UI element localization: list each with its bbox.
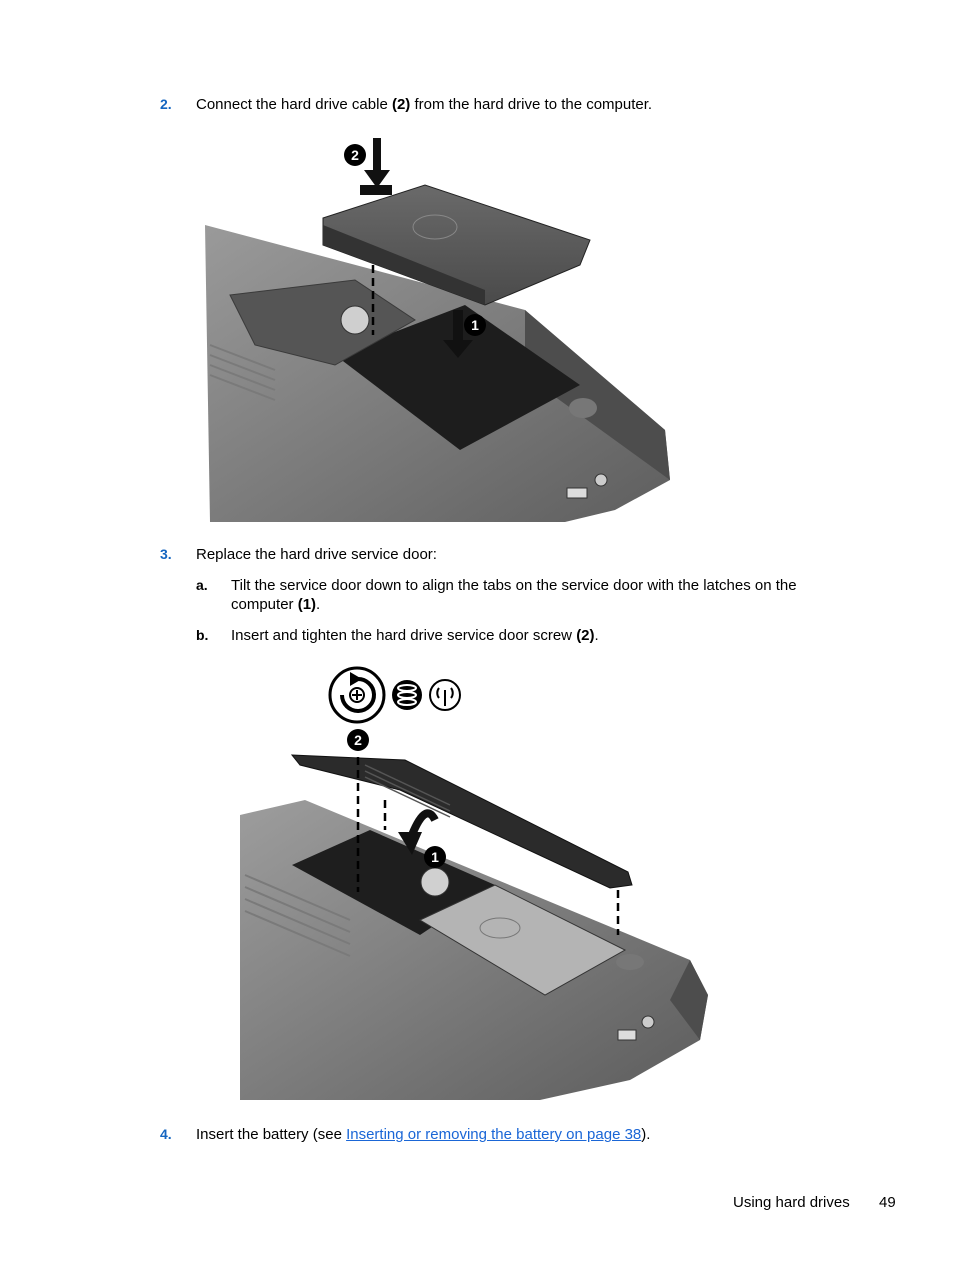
vent-grille xyxy=(244,874,351,957)
callout-1-badge xyxy=(424,846,446,868)
callout-2-label: 2 xyxy=(354,732,362,748)
drive-label-circle xyxy=(479,917,521,939)
substep-a-line2-start: computer xyxy=(231,596,298,613)
substep-a-line1: Tilt the service door down to align the … xyxy=(231,577,797,594)
usb-port xyxy=(566,487,588,499)
hard-drive-illustration: 2 1 xyxy=(205,138,670,522)
step-number: 4. xyxy=(160,1126,172,1142)
down-arrow-1 xyxy=(443,310,473,358)
audio-jack xyxy=(641,1015,655,1029)
service-door xyxy=(290,754,633,889)
substep-a-line2-end: . xyxy=(316,596,321,613)
callout-1-label: 1 xyxy=(471,317,479,333)
battery-cross-reference-link[interactable]: Inserting or removing the battery on pag… xyxy=(346,1126,642,1143)
footer-section-title: Using hard drives xyxy=(733,1194,850,1211)
step-4-text-end: ). xyxy=(641,1126,651,1143)
step-4-text-start: Insert the battery (see xyxy=(196,1126,347,1143)
step-3-text: Replace the hard drive service door: xyxy=(196,546,437,563)
callout-2-badge xyxy=(347,729,369,751)
rubber-foot xyxy=(569,398,597,418)
substep-a-line2: computer (1). xyxy=(231,595,320,614)
callout-1-badge xyxy=(464,314,486,336)
substep-a-callout-ref: (1) xyxy=(297,596,317,613)
substep-letter: b. xyxy=(196,627,209,643)
drive-connector xyxy=(360,185,392,195)
step-number: 2. xyxy=(160,96,172,112)
rotate-arrowhead-icon xyxy=(350,672,362,686)
memory-compartment xyxy=(229,279,416,366)
drive-bay xyxy=(335,305,580,450)
tilt-arrowhead xyxy=(398,832,422,855)
step-4-text: Insert the battery (see Inserting or rem… xyxy=(196,1125,650,1144)
coin-battery xyxy=(420,867,450,897)
door-vents xyxy=(364,764,451,818)
page-number: 49 xyxy=(879,1194,896,1211)
callout-2-badge xyxy=(344,144,366,166)
coin-battery xyxy=(340,305,370,335)
rubber-foot xyxy=(616,954,644,970)
vent-grille xyxy=(209,344,276,401)
down-arrow-2 xyxy=(364,138,390,188)
laptop-edge xyxy=(525,310,670,480)
step-number: 3. xyxy=(160,546,172,562)
callout-2-label: 2 xyxy=(351,147,359,163)
drive-label-circle xyxy=(412,214,458,240)
laptop-edge xyxy=(670,960,708,1040)
rotate-arrow-icon xyxy=(340,676,376,713)
plus-icon xyxy=(352,690,362,700)
usb-port xyxy=(617,1029,637,1041)
substep-b-text-start: Insert and tighten the hard drive servic… xyxy=(231,627,577,644)
installed-hard-drive xyxy=(418,884,627,996)
step-2-text-start: Connect the hard drive cable xyxy=(196,96,392,113)
step-2-text-end: from the hard drive to the computer. xyxy=(410,96,653,113)
service-door-illustration: 2 1 xyxy=(240,666,708,1100)
step-2-text: Connect the hard drive cable (2) from th… xyxy=(196,95,652,114)
step-2-callout-ref: (2) xyxy=(391,96,411,113)
audio-jack xyxy=(594,473,608,487)
callout-1-label: 1 xyxy=(431,849,439,865)
substep-letter: a. xyxy=(196,577,208,593)
screw-head-icon xyxy=(349,687,365,703)
substep-b-text: Insert and tighten the hard drive servic… xyxy=(231,626,599,645)
disk-stack-icon xyxy=(392,680,422,710)
substep-b-callout-ref: (2) xyxy=(576,627,595,644)
substep-b-text-end: . xyxy=(594,627,599,644)
hard-drive-side xyxy=(323,225,485,305)
